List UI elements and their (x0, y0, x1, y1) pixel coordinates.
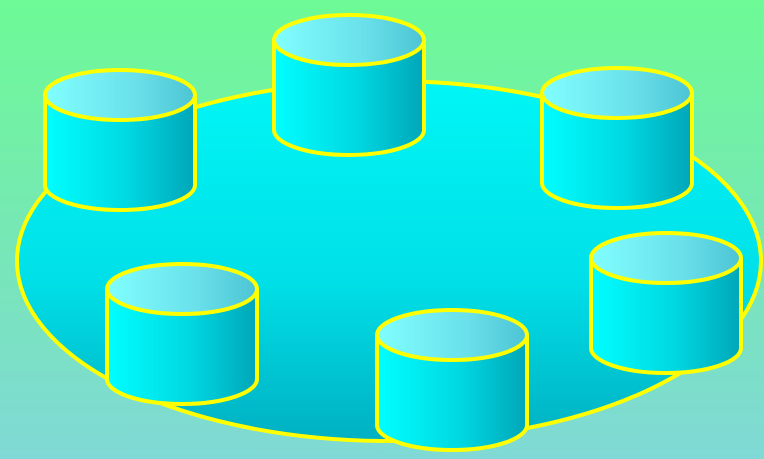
cylinder-body (105, 287, 259, 406)
cylinder-top (589, 231, 743, 285)
cylinder-top (375, 308, 529, 362)
cylinder-body (540, 91, 694, 210)
database-cylinder-icon (43, 68, 197, 212)
cylinder-body (43, 93, 197, 212)
database-cylinder-icon (105, 262, 259, 406)
cylinder-body (375, 333, 529, 452)
database-cylinder-icon (375, 308, 529, 452)
cylinder-body (272, 38, 426, 157)
database-cylinder-icon (272, 13, 426, 157)
cylinder-top (272, 13, 426, 67)
cylinder-top (540, 66, 694, 120)
cylinder-body (589, 256, 743, 375)
cylinder-top (43, 68, 197, 122)
cylinder-top (105, 262, 259, 316)
database-cylinder-icon (540, 66, 694, 210)
database-cylinder-icon (589, 231, 743, 375)
